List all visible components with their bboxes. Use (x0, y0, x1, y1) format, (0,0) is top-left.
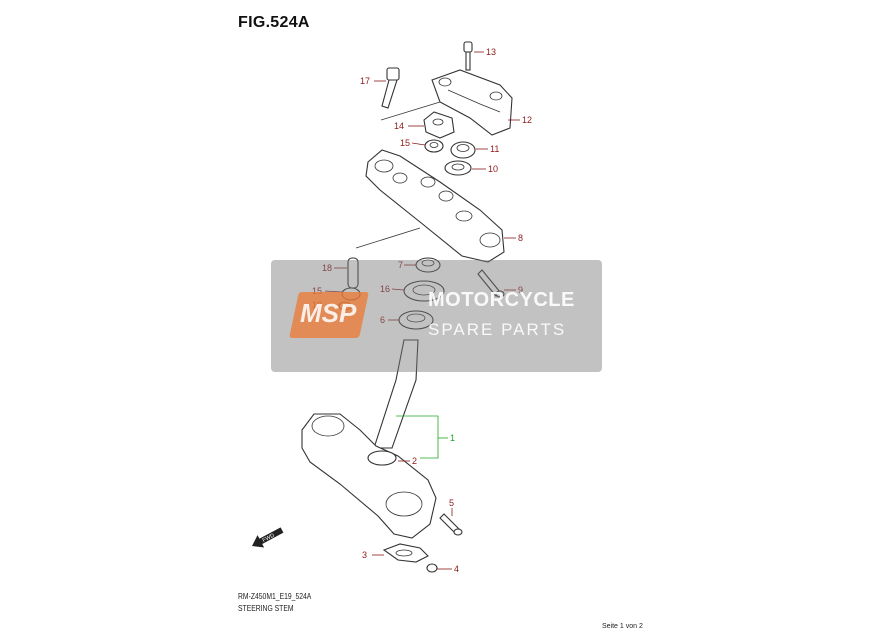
callout-8[interactable]: 8 (518, 233, 523, 243)
callout-11[interactable]: 11 (490, 144, 499, 154)
callout-18[interactable]: 18 (322, 263, 332, 273)
callout-2[interactable]: 2 (412, 456, 417, 466)
callout-9[interactable]: 9 (518, 285, 523, 295)
callout-16[interactable]: 16 (380, 284, 390, 294)
part-1-steering-stem[interactable] (301, 339, 437, 539)
callout-4[interactable]: 4 (454, 564, 459, 574)
figure-title: FIG.524A (238, 14, 310, 31)
callout-14[interactable]: 14 (394, 121, 404, 131)
callout-3[interactable]: 3 (362, 550, 367, 560)
callout-7[interactable]: 7 (398, 260, 403, 270)
page-number: Seite 1 von 2 (602, 623, 643, 630)
part-6-bearing[interactable] (398, 310, 434, 330)
callout-6[interactable]: 6 (380, 315, 385, 325)
watermark-line1: MOTORCYCLE (428, 289, 575, 311)
part-5-bolt[interactable] (439, 513, 463, 536)
figure-name: STEERING STEM (238, 604, 294, 613)
part-11-nut[interactable] (450, 141, 476, 159)
part-12-handlebar-holder[interactable] (431, 69, 513, 136)
callout-5[interactable]: 5 (449, 498, 454, 508)
part-4-bolt[interactable] (426, 563, 438, 573)
part-16-dust-seal[interactable] (403, 280, 445, 302)
callout-15a[interactable]: 15 (400, 138, 410, 148)
part-17-bolt[interactable] (381, 67, 400, 109)
part-10-washer[interactable] (444, 160, 472, 176)
callout-17[interactable]: 17 (360, 76, 370, 86)
part-3-clamp[interactable] (382, 543, 429, 563)
part-13-bolt[interactable] (463, 41, 473, 71)
watermark-logo-text: MSP (300, 298, 357, 328)
callout-15b[interactable]: 15 (312, 286, 322, 296)
fwd-label: FWD (262, 533, 276, 544)
callout-1[interactable]: 1 (450, 433, 455, 443)
part-8-upper-bracket[interactable] (365, 149, 505, 263)
part-15-cushion-upper[interactable] (424, 139, 444, 153)
fwd-arrow-icon: FWD (252, 527, 284, 548)
callout-10[interactable]: 10 (488, 164, 498, 174)
watermark-line2: SPARE PARTS (428, 320, 567, 339)
part-9-bolt[interactable] (477, 269, 505, 298)
callout-12[interactable]: 12 (522, 115, 532, 125)
part-14-handlebar-holder-lower[interactable] (423, 111, 455, 139)
figure-code: RM-Z450M1_E19_524A (238, 592, 312, 601)
callout-13[interactable]: 13 (486, 47, 496, 57)
